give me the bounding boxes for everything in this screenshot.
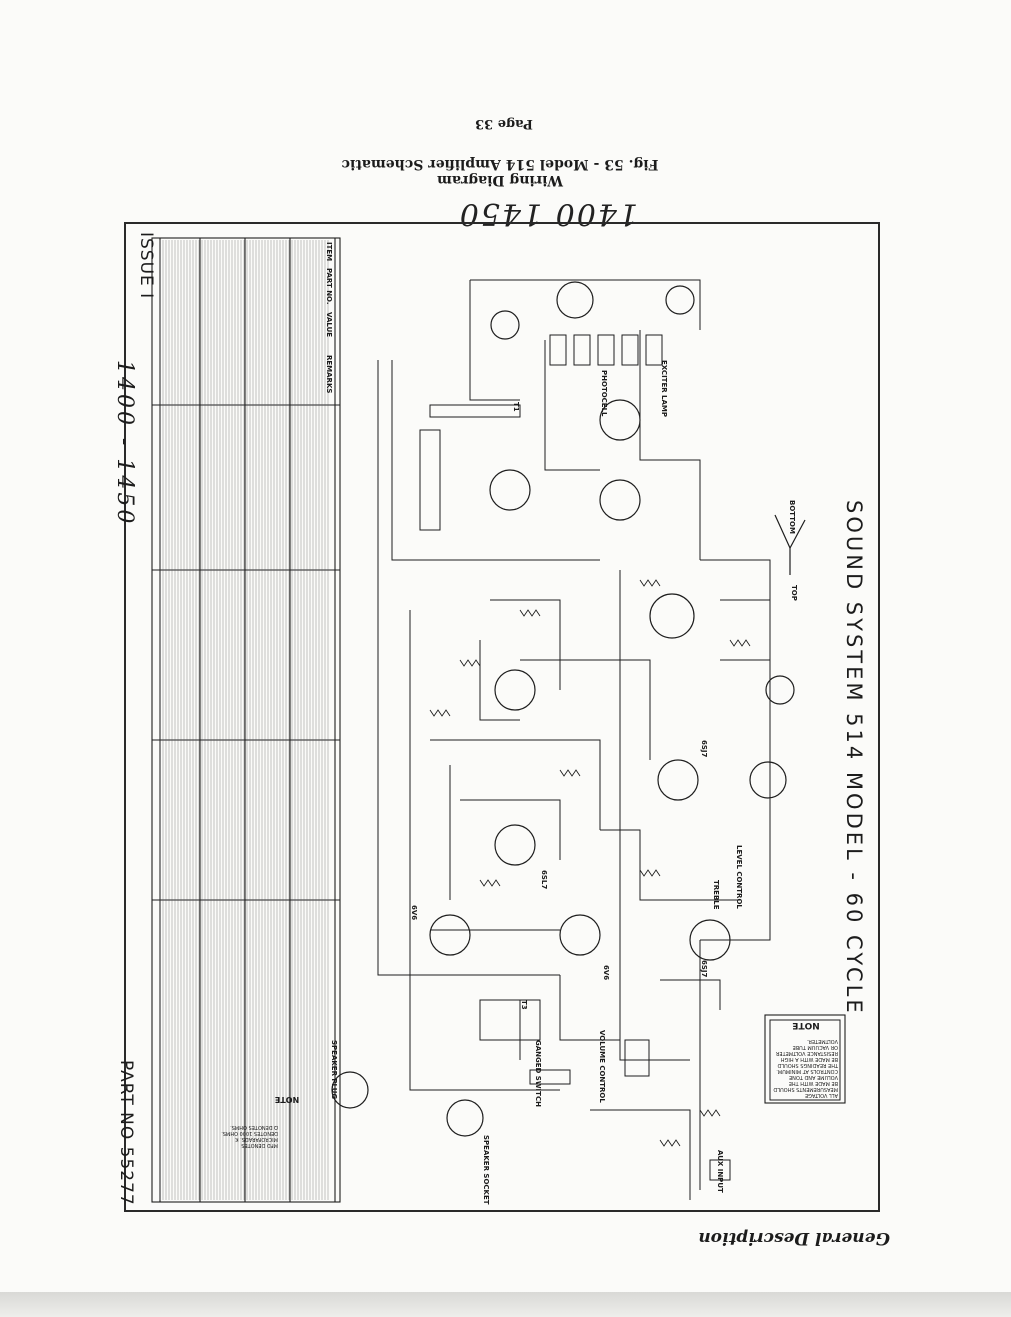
issue-label: ISSUE I xyxy=(136,232,156,300)
component-boxes xyxy=(419,334,841,1181)
table-header-part: PART NO. xyxy=(325,268,333,305)
table-header-remarks: REMARKS xyxy=(325,355,333,394)
label-photocell: PHOTOCELL xyxy=(600,370,608,417)
switch-label-top: TOP xyxy=(790,585,798,601)
tube-sockets xyxy=(331,281,795,1137)
parts-table xyxy=(151,237,341,1203)
tube-label-6sj7-a: 6SJ7 xyxy=(700,740,708,758)
footer-general-description: General Description xyxy=(698,1228,890,1248)
table-header-item: ITEM xyxy=(325,242,333,262)
switch-s4 xyxy=(774,514,806,575)
wiring xyxy=(377,279,771,1200)
tube-label-6sl7: 6SL7 xyxy=(540,870,548,890)
label-speaker-socket: SPEAKER SOCKET xyxy=(482,1135,490,1205)
switch-label-bottom: BOTTOM xyxy=(788,500,796,534)
label-t3: T3 xyxy=(520,1000,528,1010)
note2-text: MFD DENOTES MICROFARADS. K DENOTES 1000 … xyxy=(221,1124,278,1148)
note2-heading: NOTE xyxy=(274,1095,300,1104)
resistor-marks xyxy=(429,579,751,1147)
label-aux-input: AUX INPUT xyxy=(716,1150,724,1193)
label-treble: TREBLE xyxy=(712,880,720,910)
tube-label-6v6-b: 6V6 xyxy=(410,905,418,921)
note-text: ALL VOLTAGE MEASUREMENTS SHOULD BE MADE … xyxy=(773,1038,838,1098)
tube-label-6v6-a: 6V6 xyxy=(602,965,610,981)
label-ganged-switch: GANGED SWITCH xyxy=(534,1040,542,1107)
label-t1: T1 xyxy=(512,402,520,412)
label-volume-control: VOLUME CONTROL xyxy=(598,1030,606,1103)
label-speaker-plug: SPEAKER PLUG xyxy=(330,1040,338,1100)
table-header-value: VALUE xyxy=(325,312,333,338)
table-rows xyxy=(159,240,329,1200)
drawing-frame xyxy=(124,222,880,1212)
drawing-title: SOUND SYSTEM 514 MODEL - 60 CYCLE xyxy=(842,500,866,1016)
handwritten-note-side: 1400 - 1450 xyxy=(112,360,137,527)
label-level-control: LEVEL CONTROL xyxy=(735,845,743,909)
tube-label-6sj7-b: 6SJ7 xyxy=(700,960,708,978)
note-heading: NOTE xyxy=(792,1020,820,1030)
label-exciter-lamp: EXCITER LAMP xyxy=(660,360,668,418)
part-number: PART NO 55277 xyxy=(116,1060,136,1206)
note-box xyxy=(764,1014,846,1104)
scan-edge xyxy=(0,1292,1011,1317)
